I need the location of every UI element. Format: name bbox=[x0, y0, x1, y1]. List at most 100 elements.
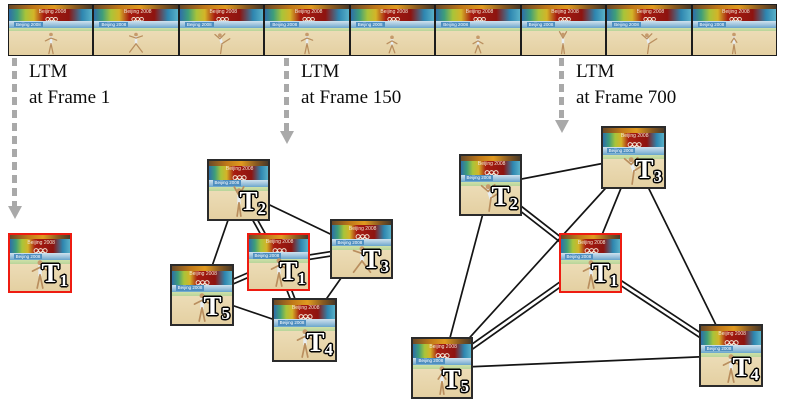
banner-text: Beijing 2008 bbox=[477, 160, 506, 167]
ltm-label-line1: LTM bbox=[576, 61, 615, 82]
arena-floor bbox=[179, 31, 264, 55]
ltm-label-frame1: LTM at Frame 1 bbox=[29, 59, 110, 111]
arena-banner: Beijing 2008 bbox=[461, 160, 520, 178]
banner-text: Beijing 2008 bbox=[551, 8, 579, 15]
crowd-band bbox=[179, 5, 264, 9]
gymnast-figure bbox=[232, 186, 245, 218]
film-frame-9: Beijing 2008 Beijing 2008 bbox=[691, 4, 777, 56]
banner-text: Beijing 2008 bbox=[189, 270, 217, 277]
arena-green-strip bbox=[692, 27, 776, 31]
arena-green-strip bbox=[521, 27, 606, 31]
arena-banner: Beijing 2008 bbox=[10, 239, 70, 257]
arrow-head-icon bbox=[279, 131, 294, 144]
graph-node-ltm-frame-150-t1: Beijing 2008 Beijing 2008 T1 bbox=[247, 233, 310, 291]
ltm-label-line2: at Frame 150 bbox=[301, 87, 402, 108]
board-text: Beijing 2008 bbox=[175, 285, 205, 291]
banner-text: Beijing 2008 bbox=[636, 8, 665, 15]
board-text: Beijing 2008 bbox=[184, 21, 214, 28]
board-text: Beijing 2008 bbox=[606, 147, 636, 154]
banner-text: Beijing 2008 bbox=[465, 8, 494, 15]
banner-text: Beijing 2008 bbox=[429, 343, 457, 350]
board-text: Beijing 2008 bbox=[612, 21, 641, 28]
arrow-head-icon bbox=[7, 206, 22, 219]
arena-floor bbox=[607, 31, 691, 55]
crowd-band bbox=[94, 5, 178, 9]
node-label-t2: T2 bbox=[239, 186, 266, 219]
arena-banner: Beijing 2008 bbox=[94, 9, 178, 24]
board-text: Beijing 2008 bbox=[564, 253, 594, 260]
arena-banner: Beijing 2008 bbox=[274, 304, 335, 323]
arena-green-strip bbox=[701, 352, 761, 357]
crowd-band bbox=[692, 5, 776, 9]
node-label-t3: T3 bbox=[635, 154, 662, 187]
arena-green-strip bbox=[350, 27, 435, 31]
graph-node-ltm-frame-150-t2: Beijing 2008 Beijing 2008 T2 bbox=[207, 159, 270, 221]
board-text: Beijing 2008 bbox=[464, 175, 494, 181]
crowd-band bbox=[561, 235, 620, 240]
arena-board: Beijing 2008 bbox=[607, 21, 691, 28]
graph-node-ltm-frame-700-t1: Beijing 2008 Beijing 2008 T1 bbox=[559, 233, 622, 293]
arena-floor bbox=[521, 30, 606, 55]
gymnast-figure bbox=[437, 366, 447, 396]
arena-board: Beijing 2008 bbox=[179, 21, 264, 28]
ltm-label-line2: at Frame 1 bbox=[29, 87, 111, 108]
film-frame-3: Beijing 2008 Beijing 2008 bbox=[178, 4, 265, 56]
board-text: Beijing 2008 bbox=[355, 21, 385, 28]
node-label-t4: T4 bbox=[732, 352, 759, 385]
graph-node-ltm-frame-150-t4: Beijing 2008 Beijing 2008 T4 bbox=[272, 298, 337, 362]
crowd-band bbox=[603, 128, 664, 133]
arena-floor bbox=[94, 31, 178, 55]
arena-floor bbox=[265, 31, 349, 55]
arena-floor bbox=[413, 366, 471, 397]
banner-text: Beijing 2008 bbox=[291, 304, 320, 311]
gymnast-figure bbox=[641, 32, 658, 54]
arena-board: Beijing 2008 bbox=[603, 146, 664, 155]
arena-floor bbox=[701, 354, 761, 385]
banner-text: Beijing 2008 bbox=[620, 132, 649, 139]
arena-green-strip bbox=[94, 27, 178, 31]
arena-floor bbox=[692, 31, 776, 55]
banner-text: Beijing 2008 bbox=[348, 225, 377, 232]
arena-banner: Beijing 2008 bbox=[179, 8, 264, 24]
crowd-band bbox=[701, 326, 761, 331]
banner-text: Beijing 2008 bbox=[380, 8, 408, 15]
film-strip: Beijing 2008 Beijing 2008 Beijing 2008 B… bbox=[8, 4, 777, 56]
gymnast-figure bbox=[44, 32, 57, 54]
arena-board: Beijing 2008 bbox=[94, 21, 178, 28]
gymnast-figure bbox=[213, 32, 230, 54]
arena-banner: Beijing 2008 bbox=[692, 9, 776, 24]
arena-board: Beijing 2008 bbox=[561, 252, 620, 261]
gymnast-figure bbox=[722, 354, 740, 384]
graph-node-ltm-frame-700-t3: Beijing 2008 Beijing 2008 T3 bbox=[601, 126, 666, 189]
node-label-t1: T1 bbox=[591, 258, 618, 291]
banner-text: Beijing 2008 bbox=[27, 239, 55, 246]
node-label-t4: T4 bbox=[306, 327, 333, 360]
arena-banner: Beijing 2008 bbox=[521, 8, 606, 24]
crowd-band bbox=[350, 5, 435, 9]
graph-node-ltm-frame-150-t5: Beijing 2008 Beijing 2008 T5 bbox=[170, 264, 234, 326]
arena-floor bbox=[350, 31, 435, 55]
arena-board: Beijing 2008 bbox=[692, 21, 776, 28]
board-text: Beijing 2008 bbox=[14, 21, 43, 28]
arena-floor bbox=[274, 329, 335, 360]
film-frame-7: Beijing 2008 Beijing 2008 bbox=[520, 4, 607, 56]
banner-text: Beijing 2008 bbox=[38, 8, 67, 15]
arena-banner: Beijing 2008 bbox=[350, 8, 435, 24]
arena-board: Beijing 2008 bbox=[274, 319, 335, 327]
arena-floor bbox=[9, 31, 93, 55]
crowd-band bbox=[436, 5, 520, 9]
crowd-band bbox=[461, 156, 520, 161]
ltm-label-frame150: LTM at Frame 150 bbox=[301, 59, 401, 111]
gymnast-figure bbox=[559, 30, 568, 54]
graph-edge-t3-t5 bbox=[441, 156, 635, 369]
crowd-band bbox=[265, 5, 349, 9]
dashed-arrow-line bbox=[559, 58, 564, 120]
board-text: Beijing 2008 bbox=[13, 253, 43, 260]
graph-edge-t3-t4 bbox=[632, 157, 732, 356]
arena-green-strip bbox=[9, 27, 93, 31]
banner-text: Beijing 2008 bbox=[209, 8, 238, 15]
arena-green-strip bbox=[607, 27, 691, 31]
arena-board: Beijing 2008 bbox=[332, 238, 391, 247]
arena-board: Beijing 2008 bbox=[413, 357, 471, 366]
